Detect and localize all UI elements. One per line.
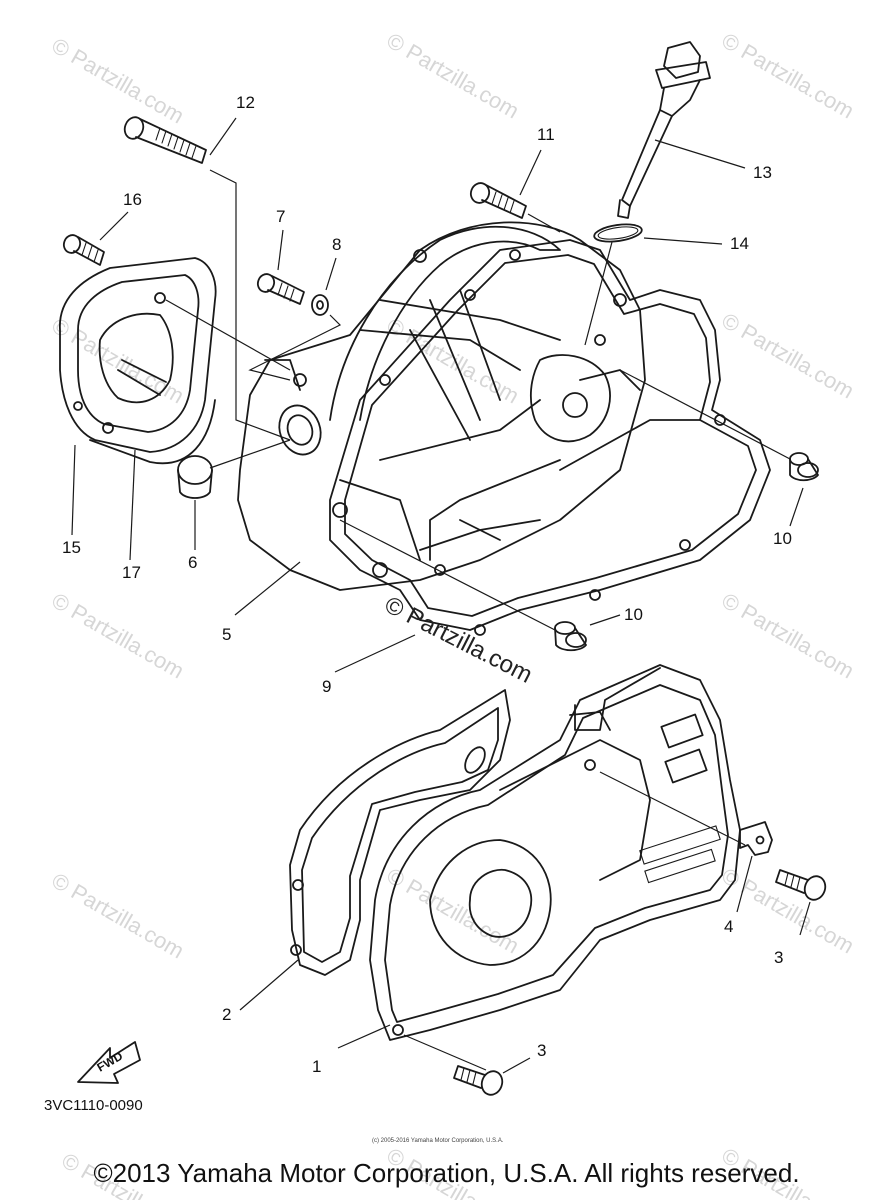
callout-12: 12 — [236, 93, 255, 112]
dowel-pin-10-right — [619, 369, 819, 482]
watermark: © Partzilla.com — [48, 868, 189, 964]
callout-17: 17 — [122, 563, 141, 582]
watermark: © Partzilla.com — [48, 588, 189, 684]
callout-16: 16 — [123, 190, 142, 209]
bolt-16 — [62, 234, 105, 266]
callout-2: 2 — [222, 1005, 231, 1024]
cover-15-gasket-17 — [59, 257, 291, 465]
callout-10-bottom: 10 — [624, 605, 643, 624]
watermark: © Partzilla.com — [383, 863, 524, 959]
gasket-9 — [329, 239, 771, 673]
fwd-arrow-icon: FWD — [77, 1041, 141, 1084]
copyright-footer: ©2013 Yamaha Motor Corporation, U.S.A. A… — [93, 1158, 800, 1188]
callout-3-right: 3 — [774, 948, 783, 967]
watermark: © Partzilla.com — [718, 28, 859, 124]
dipstick-13 — [617, 41, 746, 219]
watermark: © Partzilla.com — [48, 33, 189, 129]
callout-4: 4 — [724, 917, 733, 936]
callout-5: 5 — [222, 625, 231, 644]
watermark: © Partzilla.com — [718, 588, 859, 684]
plug-6 — [177, 439, 291, 499]
dowel-pin-10-bottom — [339, 519, 621, 652]
small-credit: (c) 2005-2016 Yamaha Motor Corporation, … — [372, 1138, 504, 1144]
bolt-12 — [123, 116, 291, 441]
watermark: © Partzilla.com — [383, 313, 524, 409]
watermark: © Partzilla.com — [383, 28, 524, 124]
gasket-2 — [239, 689, 511, 1011]
callout-1: 1 — [312, 1057, 321, 1076]
clip-4 — [599, 771, 773, 913]
callout-13: 13 — [753, 163, 772, 182]
screw-3-bottom — [403, 1034, 531, 1096]
screw-3-right — [775, 869, 827, 936]
callout-11: 11 — [537, 125, 555, 144]
callout-14: 14 — [730, 234, 749, 253]
washer-8 — [248, 294, 342, 381]
callouts: 12 16 7 8 11 13 14 15 17 6 5 9 10 10 2 1… — [62, 93, 804, 1076]
callout-7: 7 — [276, 207, 285, 226]
crankcase-cover-5 — [234, 221, 646, 616]
callout-10-right: 10 — [773, 529, 792, 548]
callout-9: 9 — [322, 677, 331, 696]
callout-15: 15 — [62, 538, 81, 557]
watermark: © Partzilla.com — [718, 863, 859, 959]
callout-8: 8 — [332, 235, 341, 254]
clutch-cover-1 — [337, 664, 741, 1049]
callout-6: 6 — [188, 553, 197, 572]
callout-3-bottom: 3 — [537, 1041, 546, 1060]
watermark: © Partzilla.com — [718, 308, 859, 404]
o-ring-14 — [584, 223, 723, 346]
bolt-7 — [256, 273, 305, 305]
part-code: 3VC1110-0090 — [44, 1097, 143, 1114]
